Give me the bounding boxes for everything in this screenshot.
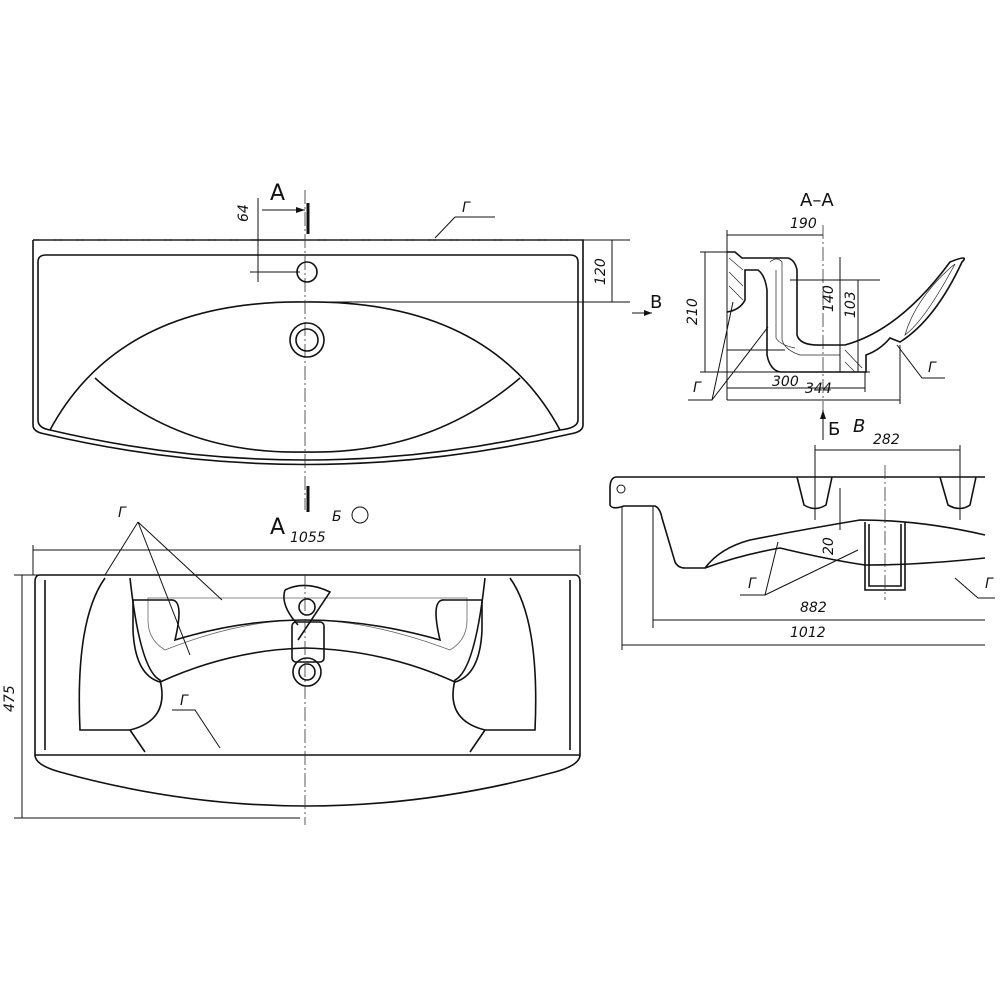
dim-210: 210 (685, 298, 701, 325)
dim-1012: 1012 (790, 625, 826, 641)
dim-20: 20 (821, 537, 837, 555)
drain-hole-outer (289, 322, 325, 358)
dim-282: 282 (873, 432, 900, 448)
dim-120: 120 (593, 258, 609, 285)
dim-475: 475 (2, 685, 18, 712)
view-arrow-b: Б (828, 419, 840, 440)
side-view-b: Б В 282 20 Г Г 882 1012 (609, 410, 995, 650)
glaze-label: Г (748, 576, 757, 592)
glaze-label: Г (462, 200, 471, 216)
glaze-label: Г (928, 360, 937, 376)
detail-b-label: Б (332, 509, 342, 525)
bottom-view: 1055 475 Г Г (2, 505, 581, 825)
drain-hole-inner (295, 328, 319, 352)
dim-140: 140 (821, 285, 837, 312)
dim-300: 300 (772, 374, 799, 390)
dim-882: 882 (800, 600, 827, 616)
top-view: А А Б 64 120 В Г (32, 181, 662, 540)
glaze-label: Г (693, 380, 702, 396)
section-a-a: А–А 190 210 140 103 300 344 Г Г (685, 190, 966, 430)
section-title: А–А (800, 190, 834, 211)
glaze-label: Г (118, 505, 127, 521)
glaze-label: Г (985, 576, 994, 592)
dim-190: 190 (790, 216, 817, 232)
glaze-label: Г (180, 693, 189, 709)
dim-1055: 1055 (290, 530, 326, 546)
section-a-bottom-label: А (270, 515, 285, 540)
section-a-top-label: А (270, 181, 285, 206)
dim-64: 64 (236, 204, 252, 222)
view-b-label: В (650, 292, 662, 313)
dim-103: 103 (843, 291, 859, 318)
dim-344: 344 (805, 381, 832, 397)
view-b-side-label: В (853, 416, 865, 437)
